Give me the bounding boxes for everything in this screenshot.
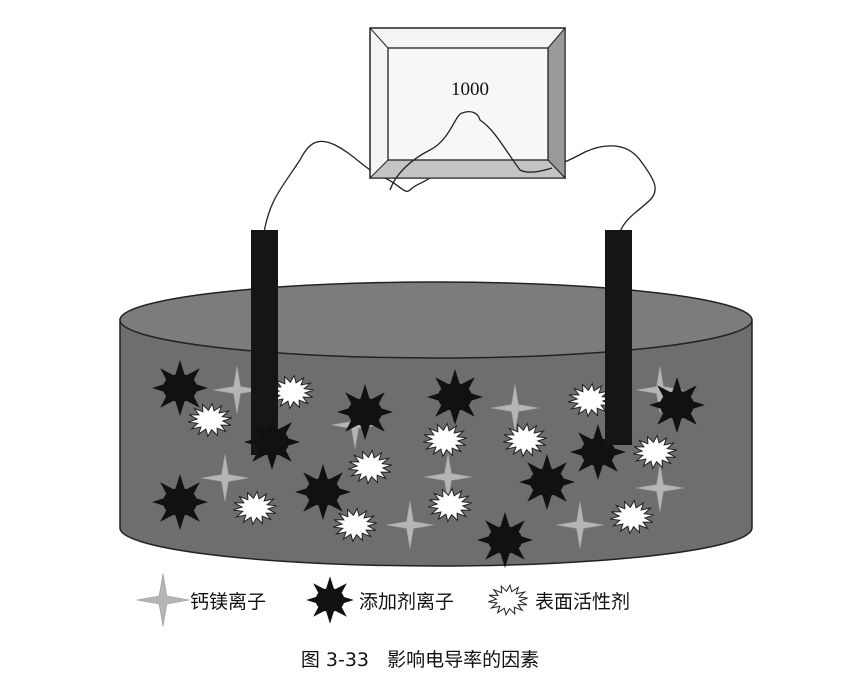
surfactant-icon <box>270 374 314 410</box>
right-electrode <box>605 230 632 445</box>
right-wire <box>539 145 656 233</box>
figure-caption: 图 3-33 影响电导率的因素 <box>301 649 539 671</box>
particles-front <box>246 416 298 468</box>
surfactant-icon <box>503 422 547 458</box>
left-wire <box>263 140 446 233</box>
legend-calcium-icon <box>136 573 190 627</box>
legend-surfactant-icon <box>488 583 528 617</box>
additive-ion-icon <box>477 512 533 568</box>
surfactant-icon <box>610 499 654 535</box>
additive-ion-icon <box>519 454 575 510</box>
calcium-ion-icon <box>212 365 262 415</box>
calcium-ion-icon <box>136 573 190 627</box>
surfactant-icon <box>333 507 377 543</box>
legend-label-calcium: 钙镁离子 <box>190 591 266 613</box>
calcium-ion-icon <box>635 463 685 513</box>
meter-reading: 1000 <box>451 79 489 100</box>
legend: 钙镁离子 添加剂离子 表面活性剂 <box>136 573 630 627</box>
surfactant-icon <box>633 434 677 470</box>
additive-ion-icon <box>337 384 393 440</box>
legend-label-additive: 添加剂离子 <box>359 591 454 613</box>
additive-ion-icon <box>649 377 705 433</box>
legend-label-surfactant: 表面活性剂 <box>535 591 630 613</box>
surfactant-icon <box>188 402 232 438</box>
calcium-ion-icon <box>200 453 250 503</box>
additive-ion-icon <box>306 576 354 624</box>
surfactant-icon <box>428 487 472 523</box>
legend-additive-icon <box>306 576 354 624</box>
surfactant-icon <box>423 422 467 458</box>
left-electrode <box>251 230 278 455</box>
additive-ion-icon <box>295 464 351 520</box>
surfactant-icon <box>348 449 392 485</box>
conductivity-meter: 1000 <box>368 26 567 191</box>
additive-ion-icon <box>246 416 298 468</box>
surfactant-icon <box>488 583 528 617</box>
additive-ion-icon <box>152 360 208 416</box>
calcium-ion-icon <box>555 500 605 550</box>
additive-ion-icon <box>427 369 483 425</box>
additive-ion-icon <box>152 474 208 530</box>
surfactant-icon <box>233 490 277 526</box>
surfactant-icon <box>568 382 612 418</box>
calcium-ion-icon <box>385 500 435 550</box>
